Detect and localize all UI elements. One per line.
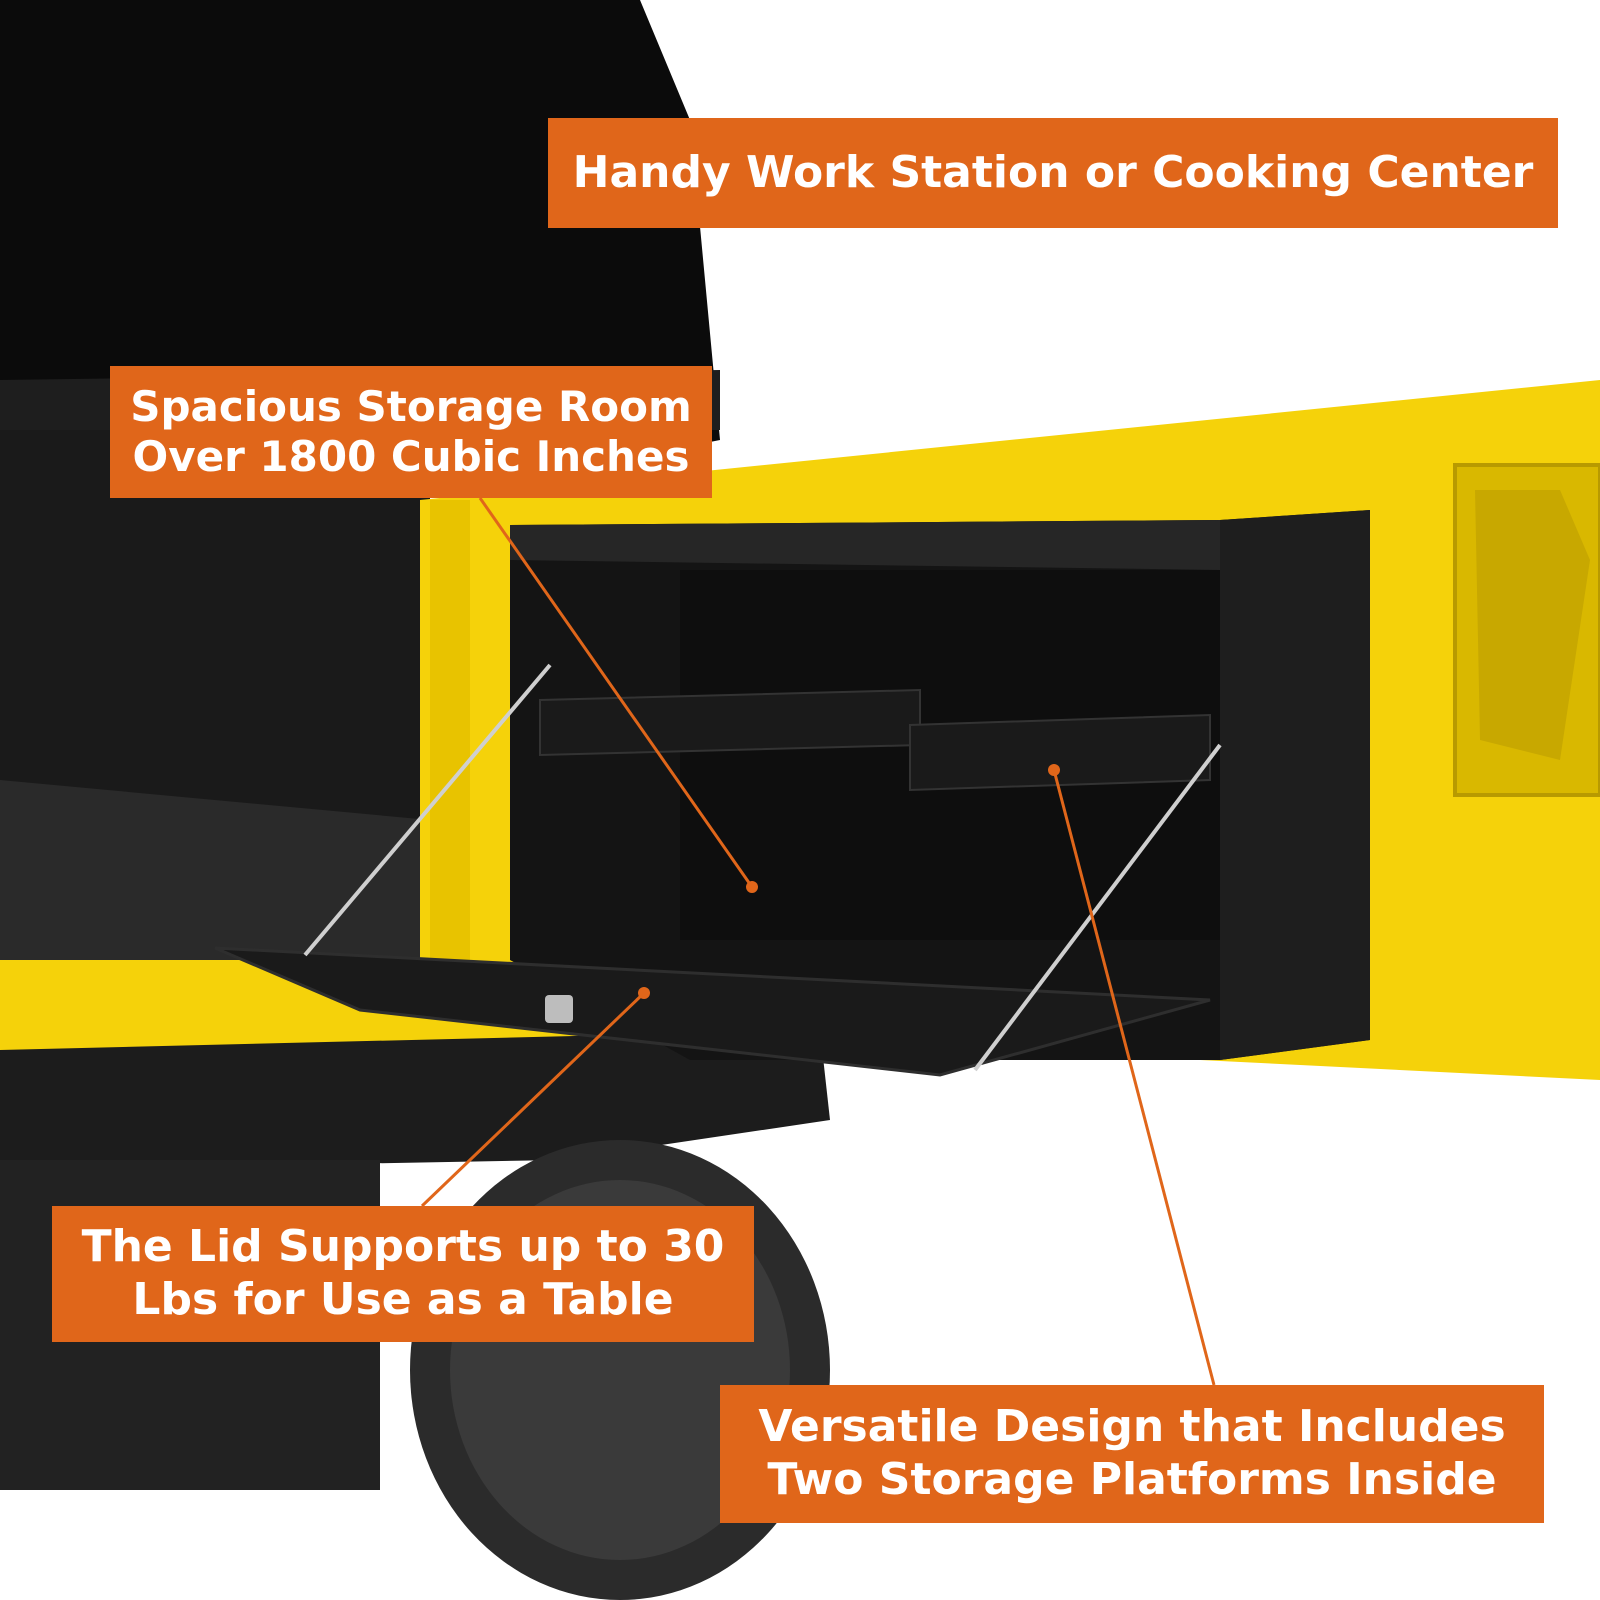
callout-design-line2: Two Storage Platforms Inside	[767, 1454, 1497, 1505]
callout-design-line1: Versatile Design that Includes	[758, 1401, 1506, 1453]
callout-storage: Spacious Storage Room Over 1800 Cubic In…	[110, 366, 712, 498]
leader-dot-lid	[638, 987, 650, 999]
lock-icon	[545, 995, 573, 1023]
leader-line-storage	[478, 497, 754, 888]
open-lid	[214, 946, 1211, 1077]
latch-mechanism	[1475, 490, 1590, 760]
callout-storage-line2: Over 1800 Cubic Inches	[132, 432, 690, 481]
leader-dots	[638, 764, 1060, 999]
callout-work-station-text: Handy Work Station or Cooking Center	[572, 146, 1534, 198]
leader-dot-design	[1048, 764, 1060, 776]
callout-lid: The Lid Supports up to 30 Lbs for Use as…	[52, 1206, 754, 1342]
leader-line-design	[1052, 769, 1216, 1386]
box-side-panel	[1220, 510, 1370, 1060]
door-edge	[430, 500, 470, 960]
callout-work-station: Handy Work Station or Cooking Center	[548, 118, 1558, 228]
callout-lid-line2: Lbs for Use as a Table	[132, 1274, 674, 1325]
callout-lid-line1: The Lid Supports up to 30	[81, 1221, 725, 1273]
box-top-lip	[510, 520, 1220, 570]
cargo-floor	[0, 780, 430, 960]
upper-storage-platform	[539, 688, 921, 757]
right-support-cable	[973, 743, 1222, 1072]
leader-lines	[420, 497, 1216, 1386]
leader-line-lid	[420, 991, 646, 1208]
lower-storage-platform	[909, 713, 1211, 792]
callout-design: Versatile Design that Includes Two Stora…	[720, 1385, 1544, 1523]
left-support-cable	[303, 663, 552, 957]
callout-storage-line1: Spacious Storage Room	[130, 381, 692, 431]
leader-dot-storage	[746, 881, 758, 893]
rear-bumper	[0, 1030, 830, 1170]
